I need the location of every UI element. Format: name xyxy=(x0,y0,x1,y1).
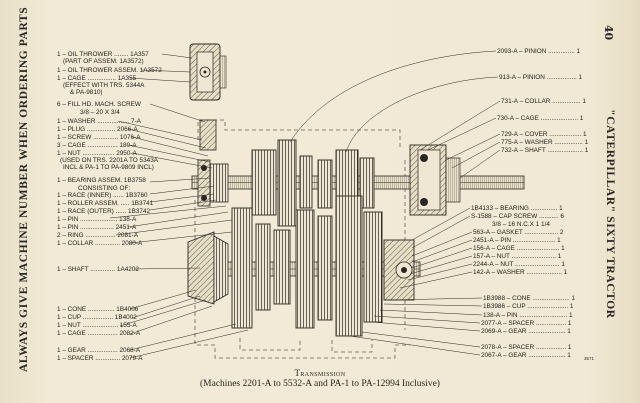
label-shaft-732a: 732-A – SHAFT .................... 1 xyxy=(501,147,589,154)
label-collar-731a: 731-A – COLLAR ................ 1 xyxy=(501,98,586,105)
label-gear-2069a: 2069-A – GEAR ..................... 1 xyxy=(481,328,571,335)
label-cone-1b3988: 1B3988 – CONE ..................... 1 xyxy=(483,295,575,302)
label-bearing-assem: 1 – BEARING ASSEM. 1B3758 xyxy=(57,177,146,184)
label-cage-1a355: 1 – CAGE ................ 1A355 xyxy=(57,75,137,82)
label-pin-2451a-r: 2451-A – PIN ........................ 1 xyxy=(473,237,561,244)
label-cone: 1 – CONE ............... 1B4006 xyxy=(57,306,139,313)
label-cap-screw: S-1588 – CAP SCREW ........... 6 xyxy=(471,213,564,220)
label-consisting: CONSISTING OF: xyxy=(78,185,131,192)
label-oil-thrower-note: (PART OF ASSEM. 1A3572) xyxy=(63,58,144,65)
label-nut-2950a: 1 – NUT .................. 2950-A xyxy=(57,150,137,157)
label-spacer-2079a: 1 – SPACER .............. 2079-A xyxy=(57,355,143,362)
caption-title: Transmission xyxy=(294,368,346,378)
label-gear-2067a: 2067-A – GEAR ..................... 1 xyxy=(481,352,571,359)
label-spacer-2078a: 2078-A – SPACER ................. 1 xyxy=(481,344,572,351)
label-race-outer: 1 – RACE (OUTER) ...... 1B3742 xyxy=(57,208,151,215)
label-oil-thrower: 1 – OIL THROWER ........ 1A357 xyxy=(57,51,149,58)
label-cup: 1 – CUP ................. 1B4002 xyxy=(57,314,137,321)
figure-number: 3571 xyxy=(584,356,595,361)
label-cover-729a: 729-A – COVER .................. 1 xyxy=(501,131,587,138)
label-shaft: 1 – SHAFT .............. 1A4202 xyxy=(57,266,139,273)
label-nut-155a: 1 – NUT .................... 155-A xyxy=(57,322,137,329)
caption-subtitle: (Machines 2201-A to 5532-A and PA-1 to P… xyxy=(200,379,440,389)
label-cage-730a: 730-A – CAGE ..................... 1 xyxy=(497,115,584,122)
label-cage-2082a: 1 – CAGE ................. 2082-A xyxy=(57,330,141,337)
label-race-inner: 1 – RACE (INNER) ...... 1B3760 xyxy=(57,192,148,199)
label-washer-7a: 1 – WASHER .................. 7-A xyxy=(57,118,141,125)
label-nut-note-1: (USED ON TRS. 2201A TO 5343A xyxy=(60,157,159,164)
label-pinion-913a: 913-A – PINION ................. 1 xyxy=(499,74,583,81)
label-pin-138a: 1 – PIN ..................... 138-A xyxy=(57,216,137,223)
label-pinion-2093a: 2093-A – PINION ............... 1 xyxy=(497,48,581,55)
label-ring: 2 – RING ................. 2081-A xyxy=(57,232,138,239)
label-oil-thrower-assem: 1 – OIL THROWER ASSEM. 1A3572 xyxy=(57,67,162,74)
label-cage-note-2: & PA-9810) xyxy=(70,89,103,96)
label-screw: 1 – SCREW .............. 1076-A xyxy=(57,134,141,141)
label-pin-138a-r: 138-A – PIN ........................... … xyxy=(483,312,573,319)
label-fill-screw: 6 – FILL HD. MACH. SCREW xyxy=(57,101,141,108)
label-gear-2068a: 1 – GEAR ................. 2068-A xyxy=(57,347,141,354)
label-cage-note-1: (EFFECT WITH TRS. 5344A xyxy=(63,82,145,89)
label-washer-775a: 775-A – WASHER ................ 1 xyxy=(501,139,589,146)
label-washer-142a: 142-A – WASHER .................... 1 xyxy=(473,269,568,276)
label-spacer-2077a: 2077-A – SPACER ................. 1 xyxy=(481,320,572,327)
label-gasket: 563-A – GASKET ................... 2 xyxy=(473,229,564,236)
label-cage-180a: 3 – CAGE ................. 180-A xyxy=(57,142,137,149)
label-cage-156a: 156-A – CAGE ........................ 1 xyxy=(473,245,565,252)
label-pin-2451a: 1 – PIN ................... 2451-A xyxy=(57,224,137,231)
label-cap-screw-size: 3/8 – 16 N.C.X 1 1/4 xyxy=(492,221,550,228)
label-nut-note-2: INCL & PA-1 TO PA-9809 INCL) xyxy=(63,164,154,171)
label-fill-screw-size: 3/8 – 20 X 3/4 xyxy=(80,109,120,116)
label-nut-2244a: 2244-A – NUT ......................... 1 xyxy=(473,261,565,268)
label-collar: 1 – COLLAR .............. 2080-A xyxy=(57,240,143,247)
label-cup-1b3986: 1B3986 – CUP ....................... 1 xyxy=(483,303,574,310)
label-bearing-1b4133: 1B4133 – BEARING ............... 1 xyxy=(471,205,563,212)
label-nut-157a: 157-A – NUT ......................... 1 xyxy=(473,253,562,260)
label-plug: 1 – PLUG ................ 2066-A xyxy=(57,126,138,133)
label-roller-assem: 1 – ROLLER ASSEM. ..... 1B3741 xyxy=(57,200,154,207)
